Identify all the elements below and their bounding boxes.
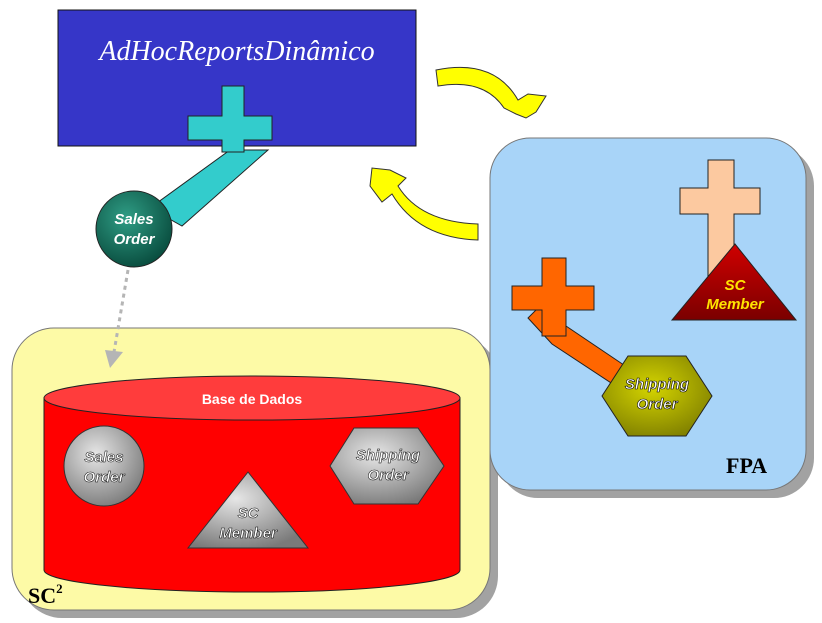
db-sales-order-line1: Sales — [84, 449, 123, 466]
sales-order-node: Sales Order — [95, 190, 173, 268]
fpa-sc-member-line2: Member — [706, 296, 765, 313]
fpa-label: FPA — [726, 453, 767, 478]
db-sales-order-circle: Sales Order — [63, 425, 145, 507]
title-box-label: AdHocReportsDinâmico — [97, 36, 374, 67]
database-label: Base de Dados — [202, 391, 303, 407]
arrow-to-title-icon — [369, 167, 479, 241]
sc2-label: SC2 — [28, 581, 63, 608]
teal-cross-icon — [187, 85, 273, 153]
dotted-arrow-icon — [105, 269, 130, 368]
db-sc-member-line1: SC — [238, 505, 260, 522]
fpa-shipping-order-line1: Shipping — [625, 376, 689, 393]
fpa-orange-cross-icon — [511, 257, 595, 337]
fpa-shipping-order-hexagon: Shipping Order — [601, 355, 713, 437]
db-sc-member-line2: Member — [219, 525, 278, 542]
arrow-to-fpa-icon — [435, 66, 547, 119]
teal-connector — [149, 85, 273, 227]
db-shipping-order-line1: Shipping — [356, 447, 420, 464]
db-shipping-order-hexagon: Shipping Order — [329, 427, 445, 505]
db-sc-member-triangle: SC Member — [186, 471, 310, 549]
sales-order-line2: Order — [114, 231, 156, 248]
db-shipping-order-line2: Order — [368, 467, 410, 484]
db-sales-order-line2: Order — [84, 469, 126, 486]
sales-order-line1: Sales — [114, 211, 153, 228]
fpa-shipping-order-line2: Order — [637, 396, 679, 413]
fpa-sc-member-triangle: SC Member — [670, 243, 798, 321]
fpa-sc-member-line1: SC — [725, 277, 747, 294]
